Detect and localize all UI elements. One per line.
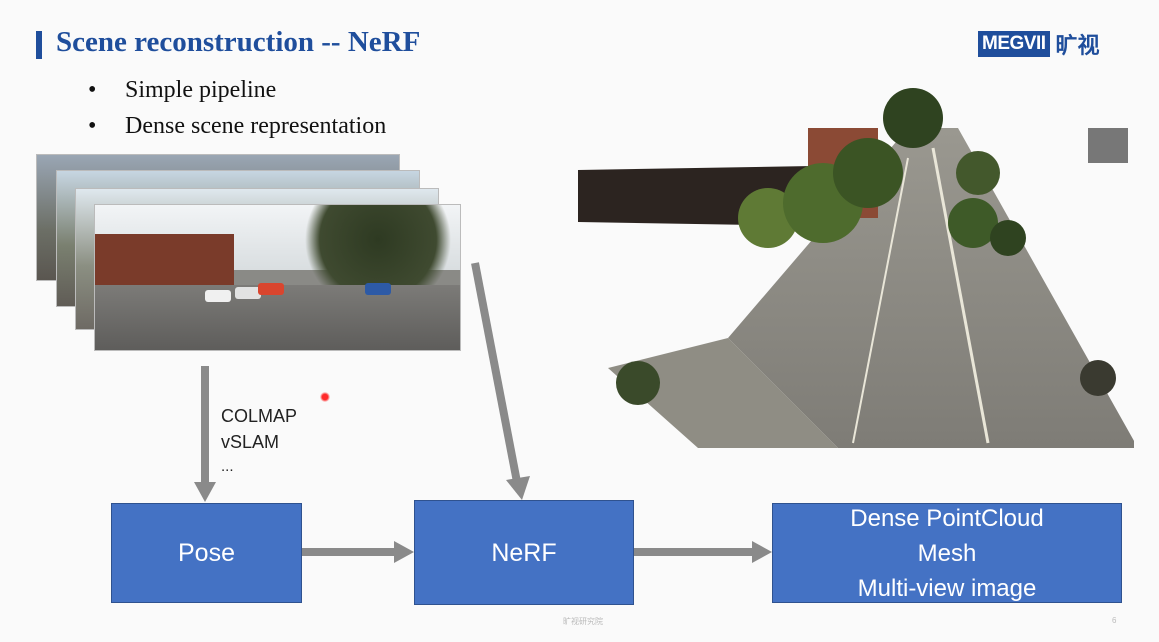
logo-chinese: 旷视 — [1055, 33, 1100, 58]
arrow-head — [394, 541, 414, 563]
method-colmap: COLMAP — [221, 406, 298, 426]
scene-car — [205, 290, 231, 302]
output-mesh: Mesh — [917, 539, 977, 567]
arrow-head — [194, 482, 216, 502]
output-multiview-image: Multi-view image — [857, 574, 1037, 602]
title-accent-bar — [36, 31, 42, 59]
arrow-frames-to-nerf — [471, 262, 530, 500]
pose-label: Pose — [178, 539, 235, 567]
pose-box: Pose — [111, 503, 302, 603]
page-number: 6 — [1112, 616, 1117, 625]
method-ellipsis: ... — [221, 458, 234, 475]
nerf-label: NeRF — [491, 538, 557, 567]
bullet-list: Simple pipeline Dense scene representati… — [88, 72, 386, 144]
laser-pointer — [320, 392, 330, 402]
input-frame-front — [94, 204, 461, 351]
scene-car — [365, 283, 391, 295]
footer-text: 旷视研究院 — [563, 617, 603, 626]
output-box: Dense PointCloud Mesh Multi-view image — [772, 503, 1122, 603]
megvii-logo: MEGVII 旷视 — [978, 30, 1100, 58]
bullet-item: Dense scene representation — [88, 108, 386, 144]
logo-brand: MEGVII — [978, 31, 1050, 57]
scene-car — [235, 287, 261, 299]
output-dense-pointcloud: Dense PointCloud — [850, 504, 1044, 532]
arrow-head — [752, 541, 772, 563]
bullet-item: Simple pipeline — [88, 72, 386, 108]
scene-car — [258, 283, 284, 295]
scene-road — [95, 284, 460, 350]
slide-title: Scene reconstruction -- NeRF — [56, 26, 421, 58]
nerf-box: NeRF — [414, 500, 634, 605]
arrow-pose-to-nerf — [300, 548, 396, 556]
point-cloud-render — [578, 88, 1134, 448]
arrow-nerf-to-output — [632, 548, 754, 556]
scene-trees — [295, 205, 460, 292]
arrow-frames-to-pose — [201, 366, 209, 484]
method-vslam: vSLAM — [221, 432, 280, 452]
street-scene-image — [95, 205, 460, 350]
